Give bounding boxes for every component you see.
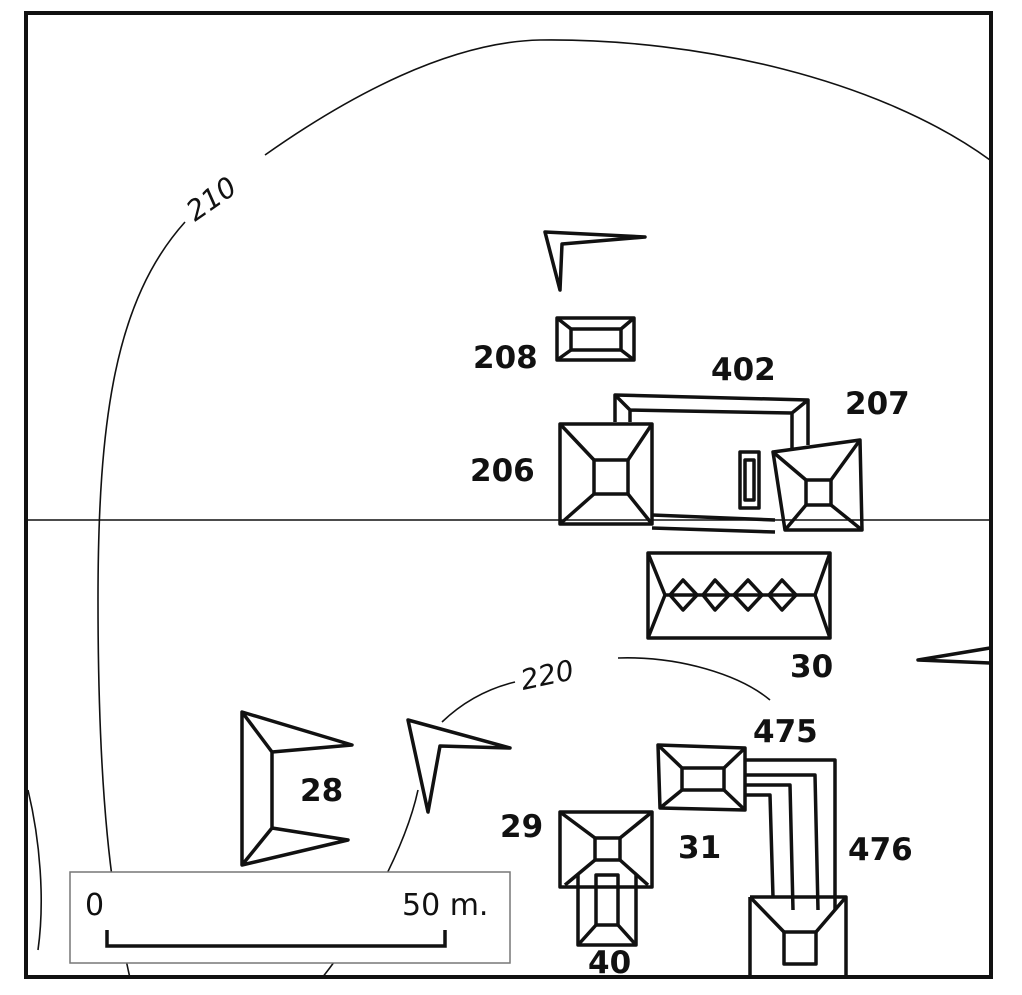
structure-north-mound [543,230,647,292]
scale-bar: 0 50 m. [69,871,511,964]
label-31: 31 [678,830,721,866]
outer-margin-right [993,0,1022,995]
outer-margin-bottom [0,979,1022,995]
structures [240,230,991,978]
structure-30 [646,551,832,640]
structure-40 [576,873,638,947]
contour-220 [441,657,771,723]
label-29: 29 [500,809,543,845]
structure-28 [240,710,354,867]
scale-end-label: 50 m. [402,888,488,923]
label-476: 476 [848,832,913,868]
label-40: 40 [588,945,631,981]
label-30: 30 [790,649,833,685]
label-28: 28 [300,773,343,809]
label-475: 475 [753,714,818,750]
structure-402 [613,393,810,534]
label-208: 208 [473,340,538,376]
structure-east-edge [916,646,991,665]
scale-start-label: 0 [85,888,104,923]
label-207: 207 [845,386,910,422]
structure-476 [745,758,848,978]
structure-207 [771,438,864,532]
structure-208 [555,316,636,362]
structure-west-mound [406,718,512,814]
contour-left [27,789,42,951]
scale-line [105,930,447,948]
structure-29 [558,810,654,889]
structure-206 [558,422,654,526]
label-402: 402 [711,352,776,388]
structure-31 [656,743,747,812]
label-206: 206 [470,453,535,489]
